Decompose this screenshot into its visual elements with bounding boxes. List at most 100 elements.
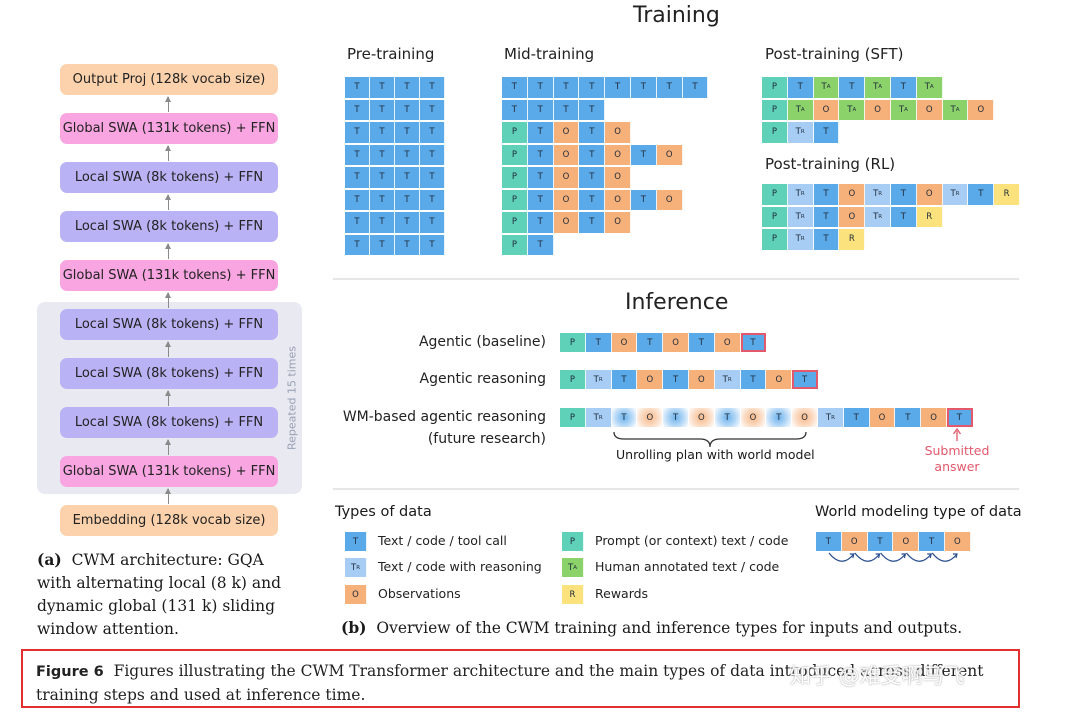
arch-arrow xyxy=(165,390,171,406)
token-o: O xyxy=(553,212,580,233)
token-t: T xyxy=(345,99,370,120)
legend-label: Text / code / tool call xyxy=(378,533,507,548)
token-o: O xyxy=(605,122,631,143)
token-t: T xyxy=(919,532,945,551)
token-p: P xyxy=(762,77,788,98)
token-o: O xyxy=(839,184,866,205)
token-t: T xyxy=(867,532,894,551)
rl-title: Post-training (RL) xyxy=(765,155,896,173)
token-t: T xyxy=(579,99,606,120)
brace-label: Unrolling plan with world model xyxy=(616,447,815,462)
legend-label: Human annotated text / code xyxy=(595,559,780,574)
wm-arrow xyxy=(854,552,881,562)
token-p: P xyxy=(502,212,528,233)
token-o: O xyxy=(921,408,947,427)
token-t: T xyxy=(395,167,420,188)
legend-label: Observations xyxy=(378,586,461,601)
training-title: Training xyxy=(633,3,720,28)
token-o: O xyxy=(689,370,715,389)
token-t: T xyxy=(370,189,395,210)
wm-arrow xyxy=(880,552,906,562)
token-o: O xyxy=(916,99,943,120)
token-t: T xyxy=(740,333,767,352)
token-t: T xyxy=(395,77,420,98)
wm-arrows xyxy=(828,552,958,562)
wm-arrow xyxy=(931,552,958,562)
wm-arrow xyxy=(905,552,932,562)
token-o: O xyxy=(714,333,741,352)
token-t: T xyxy=(813,229,840,250)
legend-swatch-t: T xyxy=(345,532,367,551)
arch-arrow xyxy=(165,292,171,308)
token-t: T xyxy=(579,212,606,233)
token-ow: O xyxy=(689,408,715,427)
arch-arrow xyxy=(165,96,171,112)
token-t: T xyxy=(345,234,370,255)
caption-a-line: with alternating local (8 k) and xyxy=(37,574,282,592)
token-t: T xyxy=(345,167,370,188)
token-t: T xyxy=(370,122,395,143)
token-o: O xyxy=(605,189,631,210)
token-p: P xyxy=(560,370,586,389)
token-t: T xyxy=(420,212,445,233)
token-tw: T xyxy=(766,408,793,427)
token-o: O xyxy=(839,206,866,227)
token-t: T xyxy=(968,184,995,205)
legend-swatch-p: P xyxy=(562,532,584,551)
wm-arrow xyxy=(828,552,855,562)
token-o: O xyxy=(813,99,840,120)
token-t: T xyxy=(689,333,715,352)
token-t: T xyxy=(395,99,420,120)
submitted-answer-label: Submitted answer xyxy=(915,443,999,475)
token-t: T xyxy=(420,144,445,165)
token-o: O xyxy=(916,184,943,205)
token-tw: T xyxy=(714,408,741,427)
token-t: T xyxy=(527,77,554,98)
token-t: T xyxy=(345,212,370,233)
token-tw: T xyxy=(663,408,689,427)
legend-label: Text / code with reasoning xyxy=(378,559,542,574)
inference-row-sublabel: (future research) xyxy=(427,431,546,447)
section-divider xyxy=(333,278,1019,280)
token-o: O xyxy=(656,189,683,210)
arch-arrow xyxy=(165,145,171,161)
token-p: P xyxy=(762,184,788,205)
arch-arrow xyxy=(165,439,171,455)
inference-title: Inference xyxy=(625,290,729,315)
token-p: P xyxy=(502,234,528,255)
token-ow: O xyxy=(637,408,664,427)
arch-block: Local SWA (8k tokens) + FFN xyxy=(60,211,278,242)
token-t: T xyxy=(420,234,445,255)
token-t: T xyxy=(585,333,612,352)
token-t: T xyxy=(553,99,580,120)
token-t: T xyxy=(420,189,445,210)
token-t: T xyxy=(527,234,554,255)
token-r: R xyxy=(839,229,866,250)
unrolling-brace xyxy=(613,431,807,448)
token-p: P xyxy=(502,189,528,210)
caption-a-tag: (a) xyxy=(37,550,62,569)
token-t: T xyxy=(420,99,445,120)
token-tw: T xyxy=(611,408,638,427)
token-t: T xyxy=(502,77,528,98)
legend-label: Prompt (or context) text / code xyxy=(595,533,789,548)
watermark: 知乎 @难受啊马飞 xyxy=(790,664,965,688)
token-t: T xyxy=(553,77,580,98)
token-t: T xyxy=(740,370,767,389)
caption-a-line: dynamic global (131 k) sliding xyxy=(37,597,276,615)
arch-block: Local SWA (8k tokens) + FFN xyxy=(60,407,278,438)
figure-caption-box xyxy=(21,649,1020,708)
token-t: T xyxy=(816,532,842,551)
